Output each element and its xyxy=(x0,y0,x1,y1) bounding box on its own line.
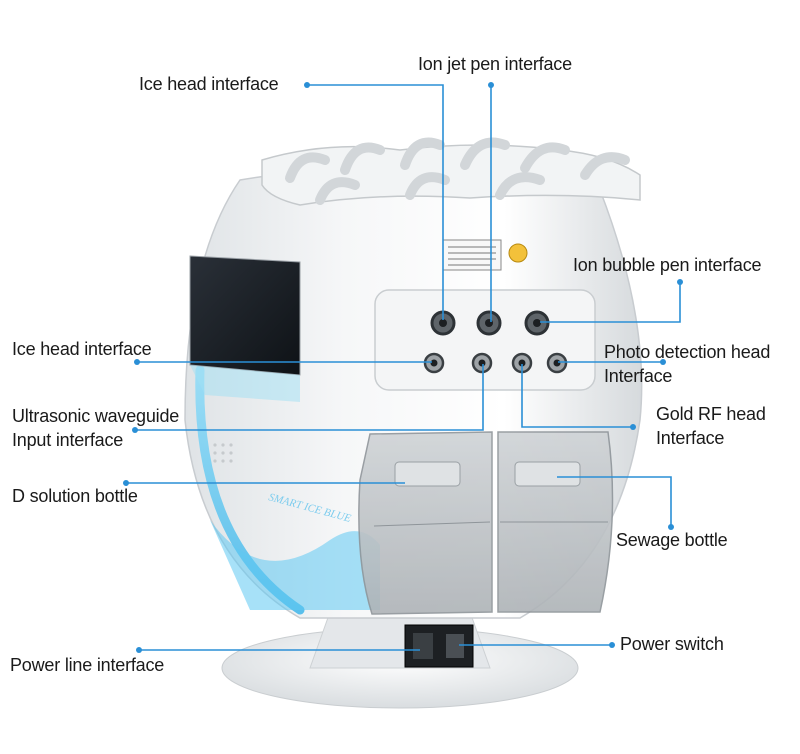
label-ion-jet-pen: Ion jet pen interface xyxy=(418,54,572,74)
connector-panel xyxy=(374,289,596,391)
display-screen xyxy=(189,255,301,376)
label-sewage: Sewage bottle xyxy=(616,530,728,550)
leader-lines xyxy=(126,84,681,651)
leader-dots xyxy=(123,82,683,653)
spec-sticker-lines xyxy=(448,246,496,266)
label-gold-rf-line1: Gold RF head xyxy=(656,404,766,424)
label-power-switch: Power switch xyxy=(620,634,724,654)
leader-gold-rf xyxy=(521,364,633,428)
connector-row-top xyxy=(430,310,550,336)
label-photo-detection-line2: Interface xyxy=(604,366,673,386)
label-ultrasonic-line2: Input interface xyxy=(12,430,124,450)
leader-ion-bubble-pen xyxy=(540,282,681,323)
label-gold-rf-line2: Interface xyxy=(656,428,725,448)
leader-ice-head-top xyxy=(307,84,444,320)
leader-sewage xyxy=(557,476,672,527)
label-ice-head-left: Ice head interface xyxy=(12,339,152,359)
connector-row-bottom xyxy=(423,352,568,374)
label-ice-head-top: Ice head interface xyxy=(139,74,279,94)
power-switch-rocker xyxy=(446,634,464,658)
label-photo-detection-line1: Photo detection head xyxy=(604,342,771,362)
label-ultrasonic-line1: Ultrasonic waveguide xyxy=(12,406,180,426)
label-ion-bubble-pen: Ion bubble pen interface xyxy=(573,255,762,275)
speaker-grille xyxy=(213,443,233,463)
display-reflection xyxy=(190,365,300,402)
label-power-line: Power line interface xyxy=(10,655,165,675)
handpiece-holders xyxy=(285,137,630,205)
leader-ultrasonic xyxy=(135,364,484,431)
power-line-socket xyxy=(413,633,433,659)
ce-mark xyxy=(508,243,528,263)
handpiece-rack xyxy=(261,144,641,206)
label-d-solution: D solution bottle xyxy=(12,486,138,506)
blue-glow-wave xyxy=(210,520,380,610)
